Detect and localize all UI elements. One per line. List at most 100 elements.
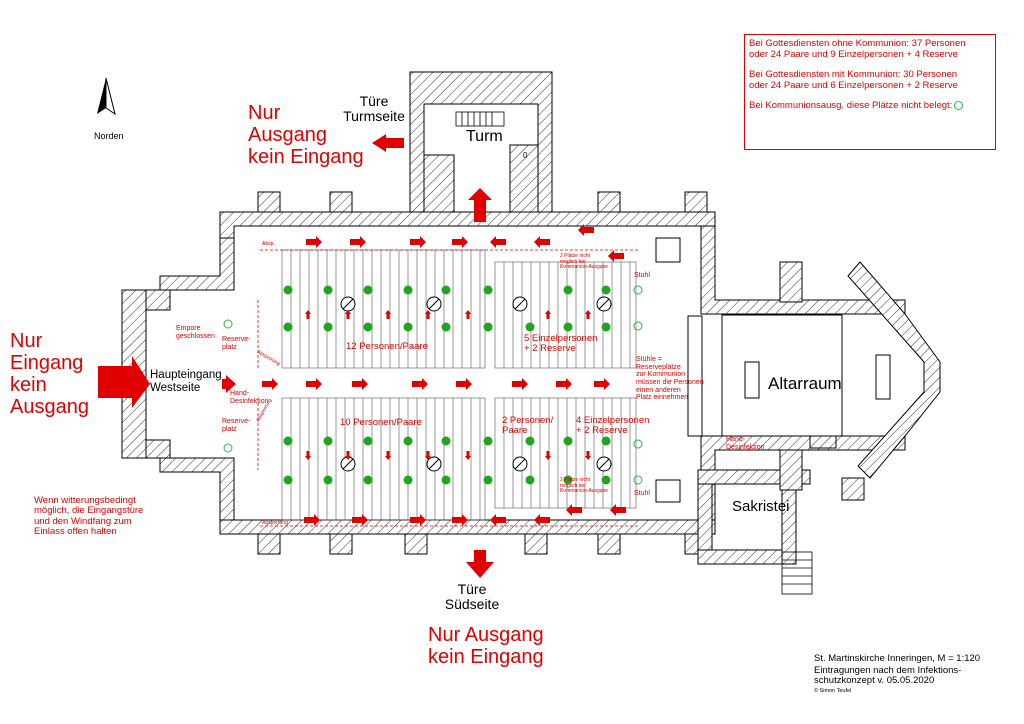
sacristy-label: Sakristei xyxy=(732,498,790,515)
pew-block xyxy=(494,397,637,509)
seat xyxy=(363,436,373,446)
legend-line-1: Bei Gottesdiensten ohne Kommunion: 37 Pe… xyxy=(749,38,966,60)
tower-zero: 0 xyxy=(523,151,528,160)
reserve-circle xyxy=(633,285,643,295)
arrow-down xyxy=(345,451,351,460)
column-mark xyxy=(514,458,526,470)
arrow-right xyxy=(352,378,368,390)
seat xyxy=(283,322,293,332)
altar-furniture xyxy=(655,237,891,503)
flow-arrows xyxy=(262,224,626,526)
arrow-right xyxy=(412,378,428,390)
arrow-down xyxy=(425,451,431,460)
reserve-circle xyxy=(223,443,233,453)
seat xyxy=(403,475,413,485)
seat xyxy=(283,436,293,446)
hand-altar-note: Hand- Desinfektion xyxy=(726,436,765,451)
reserve-bottom-note: Reserve- platz xyxy=(222,418,251,433)
arrow-up xyxy=(545,310,551,319)
arrow-up xyxy=(425,310,431,319)
footer-title: St. Martinskirche Inneringen, M = 1:120 xyxy=(814,653,981,664)
reserve-circle xyxy=(633,321,643,331)
arrow-left xyxy=(610,504,626,516)
seat xyxy=(283,475,293,485)
arrow-right xyxy=(594,378,610,390)
arrow-down xyxy=(585,451,591,460)
seat xyxy=(483,436,493,446)
arrow-left xyxy=(566,504,582,516)
block-nw-label: 12 Personen/Paare xyxy=(346,341,428,352)
seat xyxy=(441,475,451,485)
reserve-circle xyxy=(633,439,643,449)
south-exit-note: Nur Ausgang kein Eingang xyxy=(428,624,544,668)
legend-box: Bei Gottesdiensten ohne Kommunion: 37 Pe… xyxy=(744,34,996,150)
seat xyxy=(563,285,573,295)
south-door-label: Türe Südseite xyxy=(444,581,500,613)
seat xyxy=(363,475,373,485)
seat xyxy=(525,436,535,446)
pew-block xyxy=(281,397,486,521)
seat xyxy=(441,285,451,295)
arrow-left xyxy=(490,236,506,248)
block-ne-label: 5 Einzelpersonen + 2 Reserve xyxy=(524,333,598,355)
arrow-up xyxy=(385,310,391,319)
arrow-left xyxy=(534,514,550,526)
arrow-left xyxy=(534,236,550,248)
arrow-right xyxy=(456,378,472,390)
north-arrow-icon xyxy=(97,77,116,116)
arrow-right xyxy=(410,236,426,248)
seat xyxy=(525,475,535,485)
seat xyxy=(483,322,493,332)
stuhl-bottom-label: Stuhl xyxy=(634,490,650,497)
two-places-top-note: 2 Plätze nicht möglich bei Kommunion-Aus… xyxy=(560,253,609,270)
column-mark xyxy=(342,298,354,310)
arrow-right xyxy=(306,378,322,390)
arrow-down xyxy=(385,451,391,460)
arrow-down xyxy=(465,451,471,460)
column-mark xyxy=(598,458,610,470)
west-entry-note: Nur Eingang kein Ausgang xyxy=(10,330,89,418)
arrow-right xyxy=(352,514,368,526)
seat xyxy=(363,322,373,332)
arrow-right xyxy=(452,514,468,526)
seat xyxy=(283,285,293,295)
seat xyxy=(601,436,611,446)
seat xyxy=(563,322,573,332)
arrow-right xyxy=(350,236,366,248)
seat xyxy=(563,436,573,446)
seat xyxy=(601,475,611,485)
two-places-bottom-note: 2 Plätze nicht möglich bei Kommunion-Aus… xyxy=(560,477,609,494)
seat xyxy=(563,475,573,485)
tower-exit-note: Nur Ausgang kein Eingang xyxy=(248,102,364,168)
block-se-label: 4 Einzelpersonen + 2 Reserve xyxy=(576,415,650,437)
pew-block xyxy=(494,261,637,369)
tower-stair xyxy=(455,111,505,127)
column-mark xyxy=(342,458,354,470)
column-mark xyxy=(428,298,440,310)
footer-copyright: © Simon Teufel xyxy=(814,688,852,694)
seat xyxy=(441,436,451,446)
barrier-lines xyxy=(257,249,640,527)
seat xyxy=(483,475,493,485)
seat xyxy=(403,285,413,295)
legend-line-2: Bei Gottesdiensten mit Kommunion: 30 Per… xyxy=(749,68,958,91)
seat xyxy=(323,475,333,485)
arrow-down xyxy=(545,451,551,460)
arrow-up xyxy=(345,310,351,319)
seat xyxy=(525,322,535,332)
arrow-right xyxy=(410,514,426,526)
seat xyxy=(601,322,611,332)
reserve-circle xyxy=(633,475,643,485)
church-walls xyxy=(121,71,941,565)
column-mark xyxy=(428,458,440,470)
arrow-right xyxy=(306,236,322,248)
seat-markers xyxy=(283,285,611,485)
column-mark xyxy=(514,298,526,310)
arrow-left xyxy=(578,224,594,236)
stuhl-top-label: Stuhl xyxy=(634,272,650,279)
arrow-right xyxy=(556,378,572,390)
hand-west-note: Hand- Desinfektion xyxy=(230,390,269,405)
arrow-up xyxy=(585,310,591,319)
seat xyxy=(441,322,451,332)
weather-note: Wenn witterungsbedingt möglich, die Eing… xyxy=(34,495,144,538)
